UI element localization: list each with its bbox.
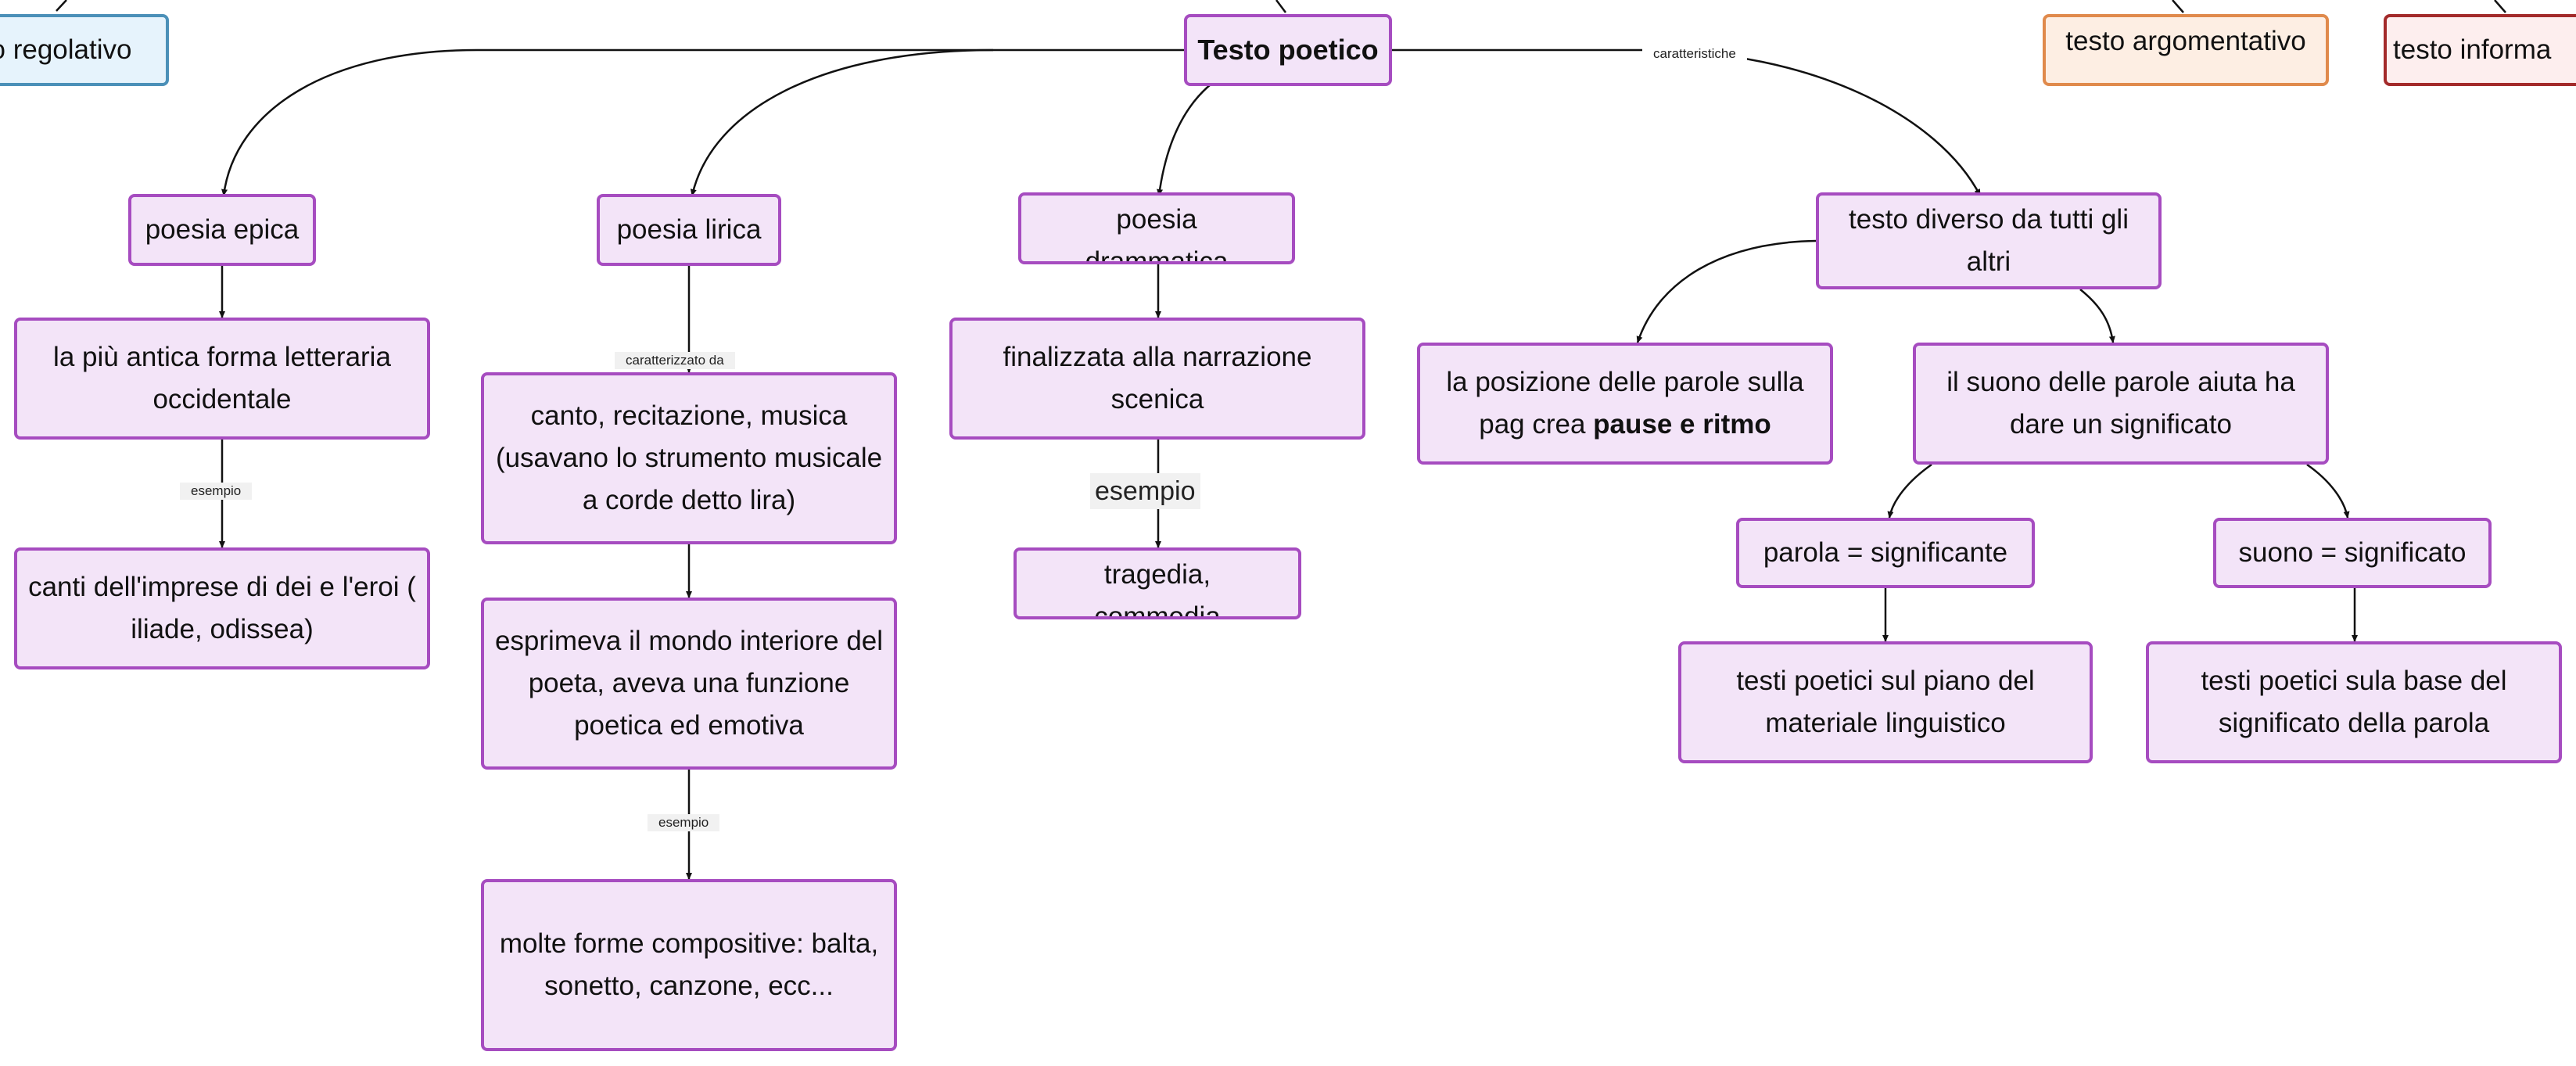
edge-diverso-posizione xyxy=(1636,239,1817,343)
edge-label-esempio-drammatica: esempio xyxy=(1090,473,1200,509)
edge-suono-significato xyxy=(2306,463,2350,519)
node-label: parola = significante xyxy=(1763,537,2008,568)
node-testi-significato[interactable]: testi poetici sula base del significato … xyxy=(2146,641,2562,763)
node-label: canto, recitazione, musica (usavano lo s… xyxy=(495,400,883,515)
edge-offscreen-argomentativo xyxy=(2172,0,2184,13)
node-label-bold: pause e ritmo xyxy=(1593,409,1771,440)
node-label: suono = significato xyxy=(2238,537,2467,568)
node-label: poesia epica xyxy=(145,214,300,245)
edge-poetico-diverso xyxy=(1392,48,1982,196)
node-label-text: la posizione delle parole sulla pag crea xyxy=(1446,367,1804,440)
node-label: canti dell'imprese di dei e l'eroi ( ili… xyxy=(28,572,416,644)
edge-suono-parola xyxy=(1887,463,1932,519)
edge-offscreen-poetico xyxy=(1275,0,1286,13)
node-antica-forma[interactable]: la più antica forma letteraria occidenta… xyxy=(14,318,430,440)
node-label: molte forme compositive: balta, sonetto,… xyxy=(499,928,879,1001)
node-canto-recitazione[interactable]: canto, recitazione, musica (usavano lo s… xyxy=(481,372,897,544)
node-posizione-parole[interactable]: la posizione delle parole sulla pag crea… xyxy=(1417,343,1833,465)
node-narrazione-scenica[interactable]: finalizzata alla narrazione scenica xyxy=(949,318,1365,440)
node-suono-significato[interactable]: suono = significato xyxy=(2213,518,2492,588)
node-label: la più antica forma letteraria occidenta… xyxy=(53,342,391,415)
node-label: la posizione delle parole sulla pag crea… xyxy=(1426,361,1824,446)
node-suono-parole[interactable]: il suono delle parole aiuta ha dare un s… xyxy=(1913,343,2329,465)
node-label: finalizzata alla narrazione scenica xyxy=(1003,342,1312,415)
edge-poetico-drammatica xyxy=(1157,84,1211,196)
node-testi-materiale[interactable]: testi poetici sul piano del materiale li… xyxy=(1678,641,2093,763)
node-testo-poetico[interactable]: Testo poetico xyxy=(1184,14,1392,86)
node-poesia-lirica[interactable]: poesia lirica xyxy=(597,194,781,266)
edge-label-caratteristiche: caratteristiche xyxy=(1642,45,1747,63)
node-label: esprimeva il mondo interiore del poeta, … xyxy=(494,626,884,741)
node-tragedia-commedia[interactable]: tragedia, commedia xyxy=(1014,547,1301,619)
node-label: testo informa xyxy=(2393,34,2552,65)
edge-label-esempio-epica: esempio xyxy=(180,483,253,500)
edge-diverso-suono xyxy=(2079,289,2115,343)
node-label: o regolativo xyxy=(0,34,132,65)
node-label: testo argomentativo xyxy=(2065,26,2306,56)
node-label: poesia lirica xyxy=(616,214,762,245)
node-poesia-drammatica[interactable]: poesia drammatica xyxy=(1018,192,1295,264)
node-label: poesia drammatica xyxy=(1085,204,1229,264)
node-label: Testo poetico xyxy=(1197,34,1379,66)
node-canti-imprese[interactable]: canti dell'imprese di dei e l'eroi ( ili… xyxy=(14,547,430,669)
node-testo-informativo[interactable]: testo informa xyxy=(2384,14,2576,86)
edge-label-esempio-lirica: esempio xyxy=(648,814,720,831)
node-testo-regolativo[interactable]: o regolativo xyxy=(0,14,169,86)
node-mondo-interiore[interactable]: esprimeva il mondo interiore del poeta, … xyxy=(481,598,897,770)
node-label: testo diverso da tutti gli altri xyxy=(1849,204,2129,277)
edge-offscreen-informativo xyxy=(2494,0,2506,13)
node-label: testi poetici sula base del significato … xyxy=(2201,666,2507,738)
node-poesia-epica[interactable]: poesia epica xyxy=(128,194,316,266)
edge-poetico-epica xyxy=(221,48,1186,196)
node-forme-compositive[interactable]: molte forme compositive: balta, sonetto,… xyxy=(481,879,897,1051)
node-label: il suono delle parole aiuta ha dare un s… xyxy=(1946,367,2295,440)
node-testo-argomentativo[interactable]: testo argomentativo xyxy=(2043,14,2329,86)
edge-offscreen-regolativo xyxy=(56,0,67,12)
node-label: testi poetici sul piano del materiale li… xyxy=(1736,666,2035,738)
edge-label-caratterizzato-da: caratterizzato da xyxy=(615,352,735,369)
node-parola-significante[interactable]: parola = significante xyxy=(1736,518,2035,588)
node-testo-diverso[interactable]: testo diverso da tutti gli altri xyxy=(1816,192,2162,289)
node-label: tragedia, commedia xyxy=(1094,559,1221,619)
edge-poetico-lirica xyxy=(690,48,994,196)
